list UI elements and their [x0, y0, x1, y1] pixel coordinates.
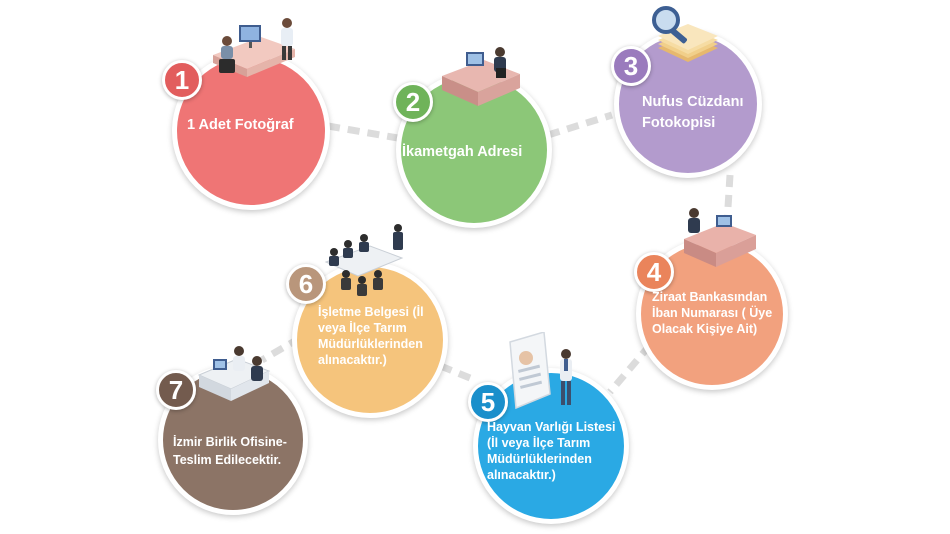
step-3-label: Nufus Cüzdanı Fotokopisi	[642, 94, 744, 132]
step-6-label: İşletme Belgesi (İl veya İlçe Tarım Müdü…	[318, 305, 424, 367]
office-counter-icon	[195, 345, 275, 416]
step-1-label: 1 Adet Fotoğraf	[187, 117, 294, 133]
step-6-badge: 6	[286, 264, 326, 304]
document-search-icon	[644, 4, 724, 79]
connector-1-2	[327, 122, 399, 142]
connector-2-3	[546, 111, 614, 139]
step-2-label: İkametgah Adresi	[402, 144, 523, 160]
connector-3-4	[722, 174, 734, 241]
step-5-label: Hayvan Varlığı Listesi (İl veya İlçe Tar…	[487, 420, 616, 482]
office-desk-icon	[205, 15, 303, 90]
step-5-circle	[473, 368, 629, 524]
step-2-badge: 2	[393, 82, 433, 122]
reception-desk-icon	[436, 46, 528, 121]
step-7-label: İzmir Birlik Ofisine- Teslim Edilecektir…	[173, 435, 287, 468]
connector-5-6	[424, 356, 472, 382]
step-4-label: Ziraat Bankasından İban Numarası ( Üye O…	[652, 290, 773, 336]
bank-desk-icon	[680, 205, 760, 280]
step-4-badge: 4	[634, 252, 674, 292]
step-7-badge: 7	[156, 370, 196, 410]
connector-4-5	[607, 342, 653, 395]
step-3-badge: 3	[611, 46, 651, 86]
step-5-badge: 5	[468, 382, 508, 422]
meeting-table-icon	[318, 222, 410, 307]
resume-document-icon	[500, 331, 588, 419]
step-1-badge: 1	[162, 60, 202, 100]
